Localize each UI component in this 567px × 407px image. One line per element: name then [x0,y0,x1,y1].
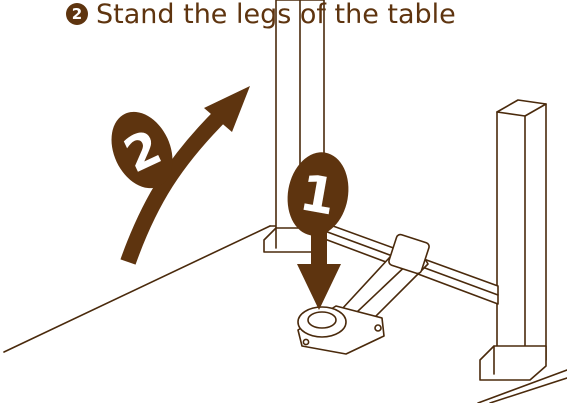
step-number-badge: 2 [66,3,88,25]
front-leg [480,100,546,380]
instruction-heading: 2 Stand the legs of the table [66,0,456,31]
heading-text: Stand the legs of the table [96,1,456,28]
